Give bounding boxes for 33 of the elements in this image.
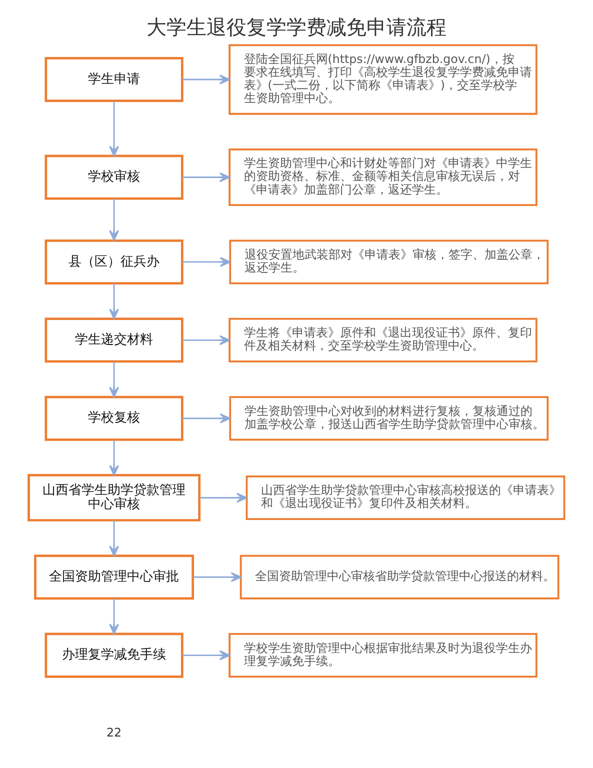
arrow	[182, 172, 230, 182]
node-box: 全国资助管理中心审批	[34, 554, 194, 600]
node-box: 办理复学减免手续	[44, 632, 184, 678]
label: 22	[106, 725, 122, 740]
node-box: 学生将《申请表》原件和《退出现役证书》原件、复印件及相关材料，交至学校学生资助管理中心。	[228, 318, 538, 362]
node-box: 学生申请	[44, 57, 184, 102]
arrow	[182, 74, 230, 84]
arrow	[109, 198, 120, 241]
node-box: 山西省学生助学贷款管理中心审核高校报送的《申请表》和《退出现役证书》复印件及相关材料。	[246, 475, 566, 520]
node-box: 学校复核	[44, 396, 184, 441]
node-box: 学生资助管理中心和计财处等部门对《申请表》中学生的资助资格、标准、金额等相关信息审核无误后，对《申请表》加盖部门公章，返还学生。	[228, 148, 538, 206]
arrow	[182, 413, 231, 424]
arrow	[109, 100, 120, 157]
arrow	[199, 492, 248, 503]
node-box: 县（区）征兵办	[44, 239, 184, 284]
arrow	[109, 362, 120, 398]
node-box: 学校审核	[44, 154, 184, 200]
node-box: 学生资助管理中心对收到的材料进行复核，复核通过的加盖学校公章，报送山西省学生助学贷款管理中心审核。	[229, 396, 549, 441]
node-box: 退役安置地武装部对《申请表》审核，签字、加盖公章，返还学生。	[229, 240, 549, 284]
arrow	[109, 598, 120, 634]
arrow	[109, 283, 120, 320]
arrow	[109, 440, 120, 476]
node-box: 学生递交材料	[44, 318, 184, 363]
node-box: 学校学生资助管理中心根据审批结果及时为退役学生办理复学减免手续。	[228, 633, 538, 678]
arrow	[193, 572, 242, 582]
node-box: 全国资助管理中心审核省助学贷款管理中心报送的材料。	[240, 554, 560, 600]
arrow	[182, 335, 230, 346]
node-box: 山西省学生助学贷款管理中心审核	[28, 474, 201, 522]
arrow	[182, 650, 230, 660]
diagram-title: 大学生退役复学学费减免申请流程	[146, 15, 446, 40]
node-box: 登陆全国征兵网(https://www.gfbzb.gov.cn/)，按要求在线填写、打印《高校学生退役复学学费减免申请表》(一式二份，以下简称《申请表》)，交至学校学生资助管理中心。	[228, 44, 538, 115]
arrow	[182, 257, 231, 267]
arrow	[109, 520, 120, 556]
